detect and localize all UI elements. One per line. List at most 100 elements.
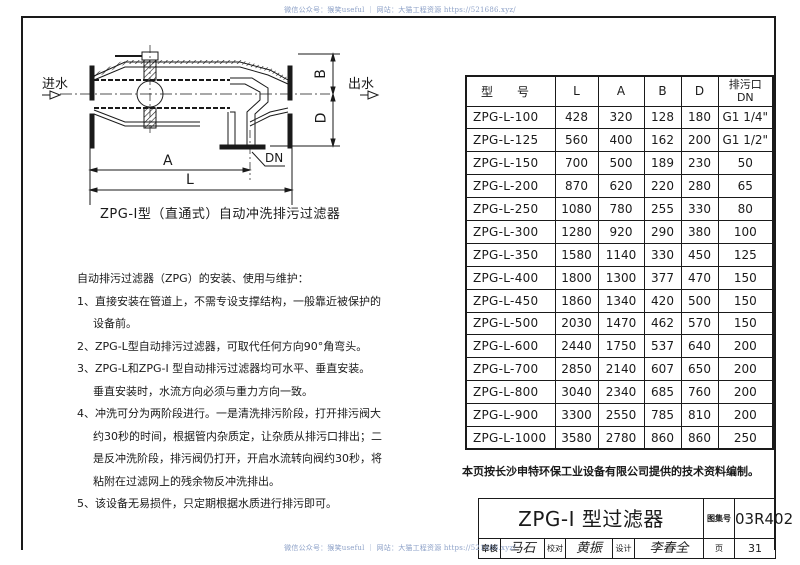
- title-block: ZPG-Ⅰ 型过滤器 图集号 03R402 审核 马石 校对 黄振 设计 李春全…: [478, 498, 794, 559]
- page-number: 31: [748, 542, 762, 555]
- cell-l: 2440: [554, 334, 599, 359]
- cell-l: 870: [554, 174, 599, 199]
- cell-d: 280: [680, 174, 719, 199]
- cell-model: ZPG-L-200: [465, 174, 556, 199]
- dim-l-label: L: [186, 172, 194, 188]
- check-label: 校对: [545, 539, 566, 558]
- cell-dn: 125: [717, 242, 775, 267]
- cell-model: ZPG-L-125: [465, 128, 556, 153]
- cell-a: 1340: [597, 288, 645, 313]
- cell-b: 255: [643, 197, 682, 221]
- cell-d: 650: [680, 357, 719, 382]
- cell-l: 1860: [554, 288, 599, 313]
- cell-dn: G1 1/2": [717, 128, 775, 153]
- watermark-bottom: 微信公众号：猴笑useful ｜ 网站：大猫工程资源 https://52168…: [284, 544, 516, 552]
- source-note: 本页按长沙申特环保工业设备有限公司提供的技术资料编制。: [462, 465, 759, 478]
- cell-model: ZPG-L-300: [465, 219, 556, 244]
- cell-dn: G1 1/4": [717, 105, 775, 130]
- cell-l: 2030: [554, 311, 599, 336]
- cell-d: 180: [680, 105, 719, 130]
- cell-l: 1280: [554, 219, 599, 244]
- cell-b: 290: [643, 219, 682, 244]
- cell-d: 450: [680, 242, 719, 267]
- cell-dn: 65: [717, 174, 775, 199]
- page-label: 页: [704, 539, 735, 558]
- note-4-cont-3: 粘附在过滤网上的残余物反冲洗排出。: [93, 474, 280, 488]
- cell-l: 3580: [554, 425, 599, 451]
- col-header-b: B: [643, 75, 682, 107]
- cell-dn: 80: [717, 197, 775, 221]
- cell-b: 220: [643, 174, 682, 199]
- cell-l: 700: [554, 151, 599, 176]
- drawing-frame: [21, 16, 776, 550]
- filter-section-drawing: [42, 45, 380, 205]
- note-2: 2、ZPG-L型自动排污过滤器，可取代任何方向90°角弯头。: [77, 339, 368, 353]
- cell-l: 3300: [554, 403, 599, 427]
- watermark-top: 微信公众号：猴笑useful ｜ 网站：大猫工程资源 https://52168…: [284, 6, 516, 14]
- cell-model: ZPG-L-600: [465, 334, 556, 359]
- cell-l: 1080: [554, 197, 599, 221]
- cell-model: ZPG-L-900: [465, 403, 556, 427]
- cell-dn: 150: [717, 265, 775, 290]
- note-1: 1、直接安装在管道上，不需专设支撑结构，一般靠近被保护的: [77, 294, 381, 308]
- notes-heading: 自动排污过滤器（ZPG）的安装、使用与维护：: [77, 272, 309, 285]
- cell-dn: 200: [717, 357, 775, 382]
- design-label: 设计: [613, 539, 635, 558]
- cell-dn: 200: [717, 403, 775, 427]
- cell-a: 320: [597, 105, 645, 130]
- cell-model: ZPG-L-150: [465, 151, 556, 176]
- cell-model: ZPG-L-500: [465, 311, 556, 336]
- cell-a: 1140: [597, 242, 645, 267]
- cell-model: ZPG-L-100: [465, 105, 556, 130]
- cell-d: 330: [680, 197, 719, 221]
- cell-b: 785: [643, 403, 682, 427]
- note-1-cont: 设备前。: [93, 317, 137, 330]
- cell-model: ZPG-L-350: [465, 242, 556, 267]
- atlas-number: 03R402: [735, 510, 794, 528]
- sheet-title: ZPG-Ⅰ 型过滤器: [479, 499, 704, 539]
- dim-a-label: A: [163, 153, 173, 169]
- cell-a: 780: [597, 197, 645, 221]
- cell-a: 1300: [597, 265, 645, 290]
- cell-l: 1800: [554, 265, 599, 290]
- check-signature: 黄振: [566, 539, 613, 558]
- cell-d: 230: [680, 151, 719, 176]
- cell-b: 189: [643, 151, 682, 176]
- cell-a: 2140: [597, 357, 645, 382]
- note-4-cont-1: 约30秒的时间，根据管内杂质定，让杂质从排污口排出；二: [93, 429, 382, 443]
- cell-d: 500: [680, 288, 719, 313]
- cell-dn: 100: [717, 219, 775, 244]
- cell-a: 2780: [597, 425, 645, 451]
- atlas-number-label: 图集号: [704, 499, 735, 539]
- cell-b: 685: [643, 380, 682, 405]
- cell-d: 640: [680, 334, 719, 359]
- cell-b: 330: [643, 242, 682, 267]
- col-header-d: D: [680, 75, 719, 107]
- outlet-label: 出水: [348, 77, 375, 92]
- note-5: 5、该设备无易损件，只定期根据水质进行排污即可。: [77, 497, 337, 510]
- cell-dn: 200: [717, 380, 775, 405]
- cell-l: 2850: [554, 357, 599, 382]
- cell-a: 2550: [597, 403, 645, 427]
- cell-dn: 250: [717, 425, 775, 451]
- cell-a: 400: [597, 128, 645, 153]
- cell-l: 560: [554, 128, 599, 153]
- cell-dn: 50: [717, 151, 775, 176]
- cell-d: 470: [680, 265, 719, 290]
- installation-notes: 自动排污过滤器（ZPG）的安装、使用与维护： 1、直接安装在管道上，不需专设支撑…: [77, 268, 382, 516]
- cell-model: ZPG-L-1000: [465, 425, 556, 451]
- cell-a: 500: [597, 151, 645, 176]
- cell-b: 128: [643, 105, 682, 130]
- cell-b: 607: [643, 357, 682, 382]
- dim-dn-label: DN: [265, 151, 284, 165]
